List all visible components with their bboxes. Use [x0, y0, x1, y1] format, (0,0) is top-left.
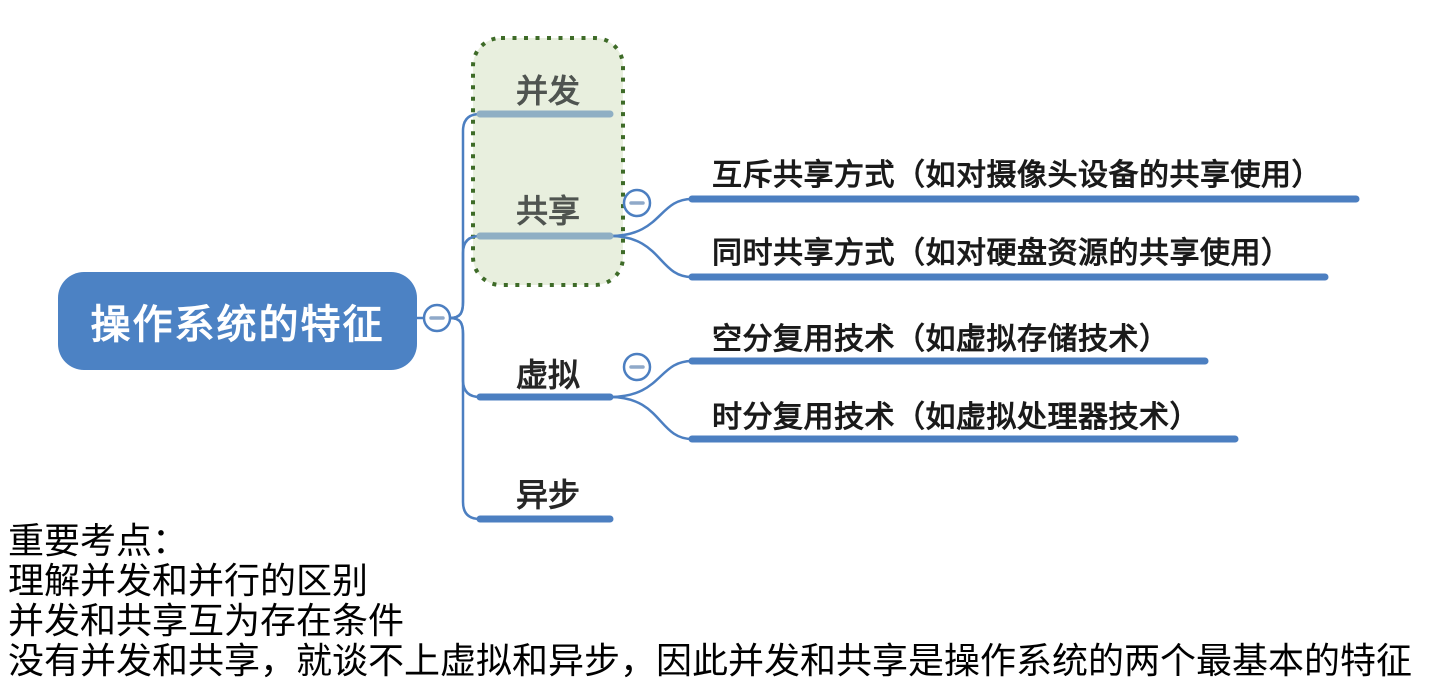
root-topic-label: 操作系统的特征	[90, 303, 385, 347]
topic-xuni[interactable]: 虚拟	[515, 357, 580, 393]
topic-bars	[476, 110, 1360, 523]
notes-line-title: 重要考点：	[8, 521, 189, 561]
connector-gongxiang-to-leaf1	[609, 197, 693, 238]
notes-line-1: 理解并发和并行的区别	[8, 561, 369, 601]
root-topic[interactable]: 操作系统的特征	[58, 272, 417, 370]
connector-gongxiang-to-leaf2	[609, 234, 693, 279]
notes-line-3: 没有并发和共享，就谈不上虚拟和异步，因此并发和共享是操作系统的两个最基本的特征	[8, 641, 1413, 681]
fork-connectors	[609, 197, 693, 441]
connector-xuni-to-leaf3	[609, 359, 693, 399]
connector-root-to-yibu	[449, 316, 481, 521]
root-connectors	[417, 112, 481, 521]
notes-line-2: 并发和共享互为存在条件	[8, 601, 405, 641]
leaf-simultaneous-sharing[interactable]: 同时共享方式（如对硬盘资源的共享使用）	[712, 237, 1292, 270]
collapse-xuni-icon[interactable]	[622, 352, 652, 382]
group-boundary[interactable]	[471, 36, 625, 287]
collapse-root-icon[interactable]	[422, 303, 452, 333]
connector-xuni-to-leaf4	[609, 395, 693, 441]
notes-block: 重要考点： 理解并发和并行的区别 并发和共享互为存在条件 没有并发和共享，就谈不…	[8, 521, 1412, 681]
topic-gongxiang[interactable]: 共享	[515, 193, 580, 229]
topic-bingfa[interactable]: 并发	[515, 73, 580, 109]
leaf-time-division-multiplexing[interactable]: 时分复用技术（如虚拟处理器技术）	[712, 401, 1200, 434]
leaf-mutual-exclusive-sharing[interactable]: 互斥共享方式（如对摄像头设备的共享使用）	[712, 159, 1322, 192]
topic-yibu[interactable]: 异步	[515, 477, 580, 513]
connector-root-to-gongxiang	[449, 234, 481, 320]
leaf-space-division-multiplexing[interactable]: 空分复用技术（如虚拟存储技术）	[712, 323, 1170, 356]
collapse-gongxiang-icon[interactable]	[622, 188, 652, 218]
